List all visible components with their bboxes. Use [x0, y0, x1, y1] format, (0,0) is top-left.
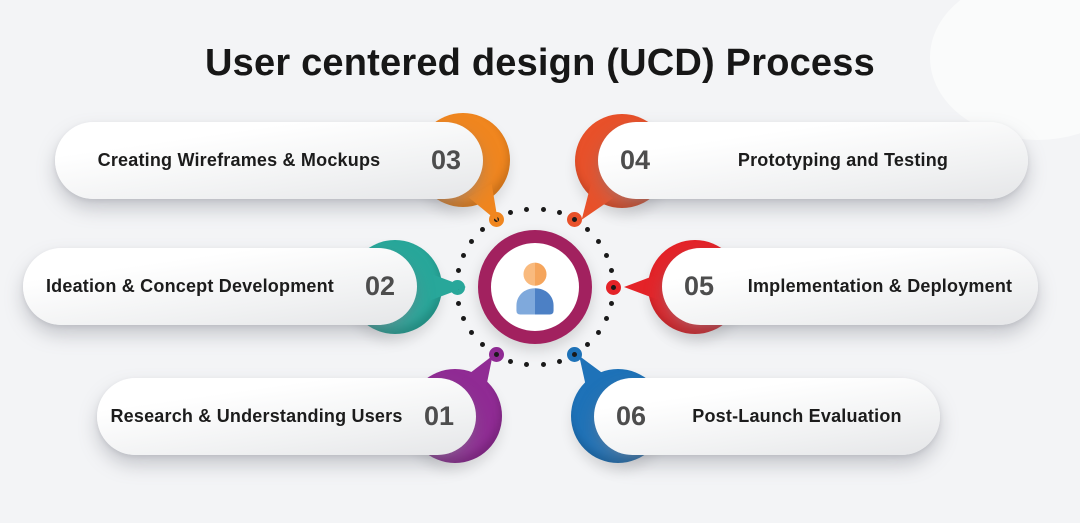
- step-05-bubble-tail: [624, 271, 660, 303]
- hub-dot: [461, 252, 467, 258]
- step-label: Ideation & Concept Development: [45, 276, 335, 296]
- step-pill: Ideation & Concept Development 02: [23, 248, 417, 325]
- hub-dot: [456, 300, 462, 306]
- hub-colored-dot-core: [493, 352, 499, 358]
- step-label: Implementation & Deployment: [747, 276, 1013, 296]
- hub-dot: [540, 362, 546, 368]
- hub-dot: [508, 358, 514, 364]
- step-pill: Research & Understanding Users 01: [97, 378, 476, 455]
- step-number: 06: [615, 401, 647, 431]
- hub-dot: [540, 206, 546, 212]
- hub-colored-dot-core: [610, 284, 616, 290]
- step-number: 04: [619, 145, 651, 175]
- step-pill: 06 Post-Launch Evaluation: [594, 378, 940, 455]
- hub-dot: [595, 238, 601, 244]
- hub-colored-dot-core: [571, 216, 577, 222]
- step-number: 01: [423, 401, 455, 431]
- hub-dot: [595, 330, 601, 336]
- hub-dot: [480, 342, 486, 348]
- hub-dot: [603, 316, 609, 322]
- user-icon: [516, 262, 554, 315]
- hub-colored-dot: [605, 279, 621, 295]
- hub-colored-dot: [488, 347, 504, 363]
- hub-dot: [608, 300, 614, 306]
- step-pill: Creating Wireframes & Mockups 03: [55, 122, 483, 199]
- step-label: Research & Understanding Users: [110, 406, 403, 426]
- step-number: 02: [364, 271, 396, 301]
- hub-dot: [584, 226, 590, 232]
- page-title: User centered design (UCD) Process: [205, 42, 875, 84]
- step-number: 05: [683, 271, 715, 301]
- hub-dot: [469, 238, 475, 244]
- hub-dot: [556, 210, 562, 216]
- step-pill: 05 Implementation & Deployment: [662, 248, 1038, 325]
- hub-dot: [461, 316, 467, 322]
- hub-dot: [508, 210, 514, 216]
- step-label: Creating Wireframes & Mockups: [97, 150, 381, 170]
- step-label: Post-Launch Evaluation: [692, 406, 902, 426]
- hub-dot: [584, 342, 590, 348]
- step-label: Prototyping and Testing: [737, 150, 949, 170]
- hub-dot: [556, 358, 562, 364]
- hub-dot: [456, 268, 462, 274]
- hub-colored-dot: [566, 211, 582, 227]
- hub-dot: [608, 268, 614, 274]
- hub-colored-dot-core: [571, 352, 577, 358]
- hub-colored-dot: [566, 347, 582, 363]
- hub-dot: [524, 362, 530, 368]
- step-pill: 04 Prototyping and Testing: [598, 122, 1028, 199]
- step-number: 03: [430, 145, 462, 175]
- hub-center-circle: [478, 230, 592, 344]
- hub-dot: [469, 330, 475, 336]
- hub-dot: [524, 206, 530, 212]
- hub-dot: [603, 252, 609, 258]
- hub-dot: [480, 226, 486, 232]
